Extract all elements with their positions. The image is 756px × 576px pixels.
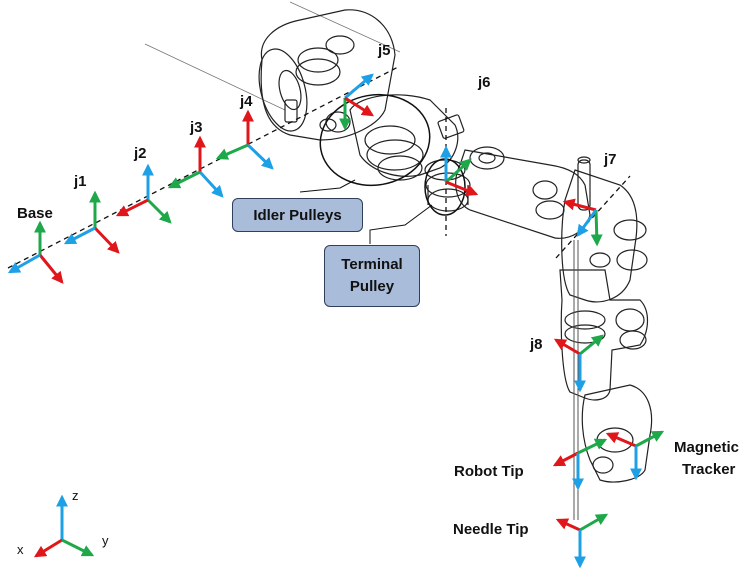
joint-axis-lines (7, 65, 631, 269)
robot-tip-frame (552, 438, 608, 491)
frame-axes (7, 73, 665, 569)
j8-frame (553, 334, 604, 393)
idler-pulleys-highlight-circle (319, 93, 431, 187)
label-needle-tip: Needle Tip (453, 521, 529, 538)
world-axis-y-label: y (102, 533, 109, 548)
j2-frame (115, 163, 172, 224)
j1-frame (63, 190, 120, 254)
label-j7: j7 (604, 151, 617, 168)
label-base: Base (17, 205, 53, 222)
label-j2: j2 (134, 145, 147, 162)
j5-frame (339, 73, 375, 131)
label-j3: j3 (190, 119, 203, 136)
j3-frame (167, 135, 224, 198)
label-j1: j1 (74, 173, 87, 190)
world-axis-x-label: x (17, 542, 24, 557)
j6-frame (440, 145, 479, 197)
label-j5: j5 (378, 42, 391, 59)
terminal-pulley-text-line2: Pulley (349, 278, 395, 295)
label-j4: j4 (240, 93, 253, 110)
j7-frame (562, 198, 603, 247)
label-j8: j8 (530, 336, 543, 353)
label-magnetic-tracker-line2: Tracker (682, 461, 736, 478)
terminal-pulley-leader-line (369, 204, 433, 244)
idler-pulleys-leader-line (299, 179, 356, 193)
label-robot-tip: Robot Tip (454, 463, 524, 480)
label-j6: j6 (478, 74, 491, 91)
terminal-pulley-callout: Terminal Pulley (324, 245, 420, 307)
world-axis-z-label: z (72, 488, 79, 503)
world-axes-triad (33, 494, 95, 558)
label-magnetic-tracker-line1: Magnetic (674, 439, 740, 456)
base-frame (7, 220, 64, 284)
idler-pulleys-callout: Idler Pulleys (232, 198, 363, 232)
terminal-pulley-text-line1: Terminal (341, 256, 403, 273)
magnetic-tracker-frame (605, 430, 665, 481)
idler-pulleys-text: Idler Pulleys (253, 206, 342, 224)
j4-frame (215, 109, 274, 170)
needle-tip-frame (555, 513, 609, 569)
